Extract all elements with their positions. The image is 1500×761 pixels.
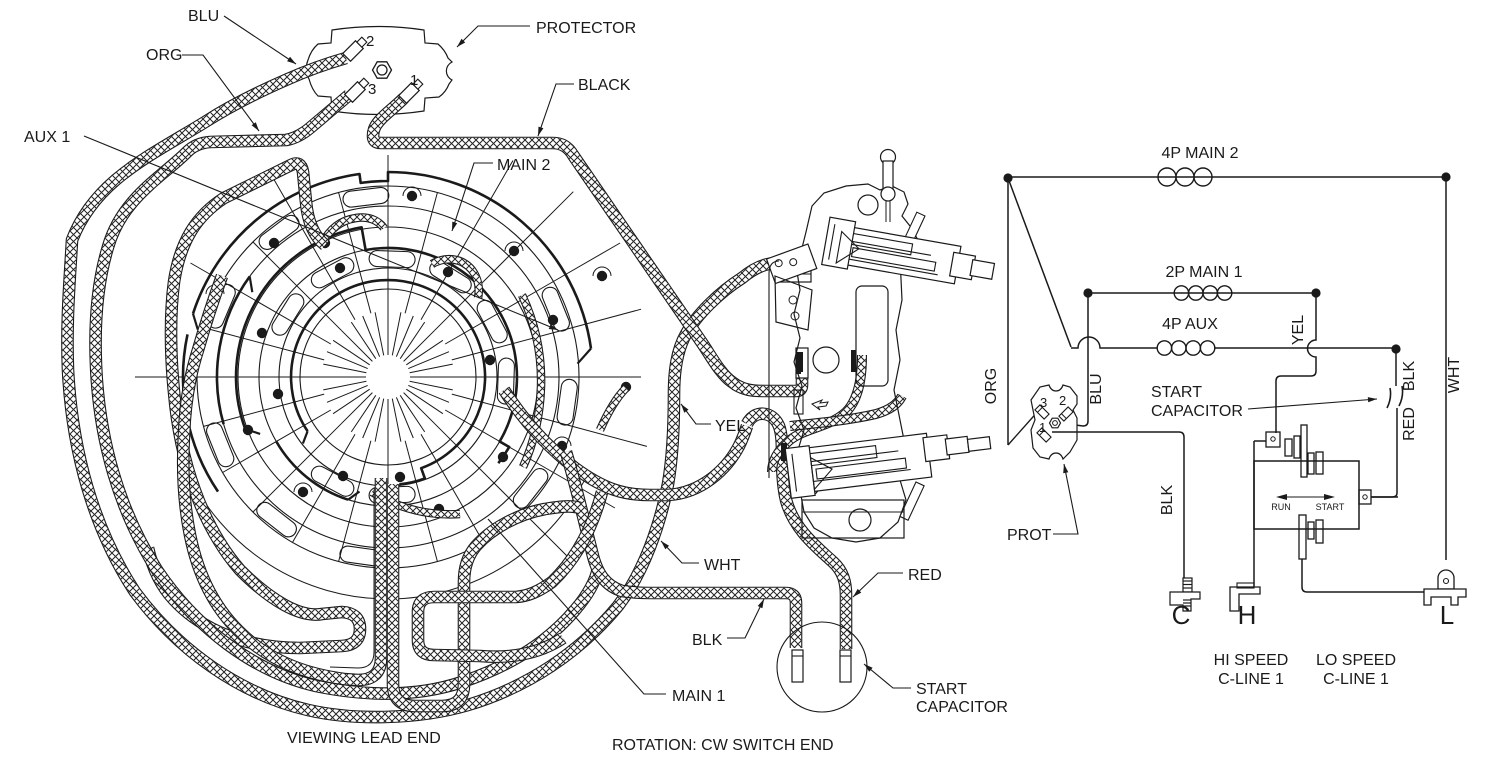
svg-text:L: L: [1440, 600, 1454, 630]
svg-text:ORG: ORG: [983, 368, 1000, 404]
svg-text:RED: RED: [908, 567, 942, 584]
svg-text:PROTECTOR: PROTECTOR: [536, 20, 636, 37]
svg-text:ORG: ORG: [146, 47, 182, 64]
svg-text:MAIN 2: MAIN 2: [497, 157, 550, 174]
svg-text:3: 3: [368, 81, 376, 98]
svg-text:1: 1: [410, 72, 418, 89]
svg-text:VIEWING LEAD END: VIEWING LEAD END: [287, 730, 441, 747]
svg-text:START: START: [1316, 502, 1345, 512]
svg-text:C: C: [1172, 600, 1191, 630]
svg-text:MAIN 1: MAIN 1: [672, 688, 725, 705]
svg-text:CAPACITOR: CAPACITOR: [1151, 403, 1243, 420]
svg-text:4P MAIN 2: 4P MAIN 2: [1161, 145, 1238, 162]
svg-text:WHT: WHT: [1446, 357, 1463, 394]
svg-text:BLU: BLU: [188, 8, 219, 25]
svg-text:START: START: [1151, 384, 1202, 401]
svg-text:YEL: YEL: [1290, 315, 1307, 345]
svg-text:BLACK: BLACK: [578, 77, 631, 94]
svg-text:CAPACITOR: CAPACITOR: [916, 699, 1008, 716]
svg-text:PROT: PROT: [1007, 527, 1052, 544]
svg-text:2: 2: [366, 33, 374, 50]
svg-text:LO SPEED: LO SPEED: [1316, 652, 1396, 669]
svg-text:BLK: BLK: [692, 632, 723, 649]
svg-text:YEL: YEL: [715, 418, 745, 435]
svg-text:1: 1: [1039, 420, 1046, 435]
svg-text:3: 3: [1040, 395, 1047, 410]
svg-text:2: 2: [1059, 393, 1066, 408]
svg-text:C-LINE 1: C-LINE 1: [1323, 671, 1389, 688]
svg-text:WHT: WHT: [704, 557, 741, 574]
svg-text:BLK: BLK: [1401, 361, 1418, 392]
svg-text:BLU: BLU: [1088, 373, 1105, 404]
svg-text:C-LINE 1: C-LINE 1: [1218, 671, 1284, 688]
svg-text:4P AUX: 4P AUX: [1162, 316, 1218, 333]
svg-text:ROTATION: CW SWITCH END: ROTATION: CW SWITCH END: [612, 737, 834, 754]
svg-text:START: START: [916, 681, 967, 698]
svg-text:RUN: RUN: [1271, 502, 1291, 512]
svg-text:AUX 1: AUX 1: [24, 129, 70, 146]
svg-text:H: H: [1238, 600, 1257, 630]
svg-text:RED: RED: [1401, 407, 1418, 441]
svg-text:BLK: BLK: [1159, 485, 1176, 516]
svg-text:HI SPEED: HI SPEED: [1214, 652, 1289, 669]
svg-text:2P MAIN 1: 2P MAIN 1: [1165, 264, 1242, 281]
